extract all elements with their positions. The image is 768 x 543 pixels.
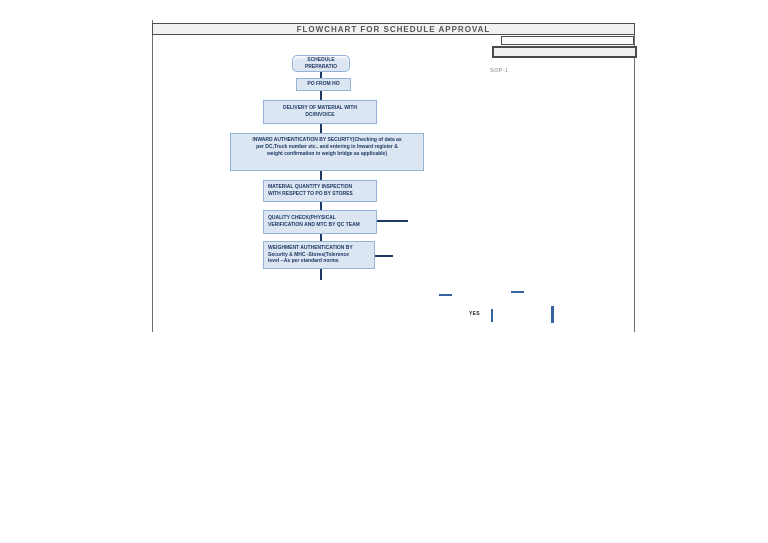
flow-node-schedule-preparation: SCHEDULE PREPARATIO: [292, 55, 350, 72]
branch-dash-right: [511, 291, 524, 293]
branch-label-yes: YES: [469, 311, 480, 317]
page-title: FLOWCHART FOR SCHEDULE APPROVAL: [296, 24, 491, 34]
page-border-right: [634, 23, 635, 332]
connector-down-2: [320, 91, 322, 100]
branch-vline-left: [491, 309, 493, 322]
flow-node-delivery-of-material: DELIVERY OF MATERIAL WITH DC/INVOICE: [263, 100, 377, 124]
connector-down-7: [320, 269, 322, 280]
header-box-empty-top: [501, 36, 634, 45]
flow-node-quality-check: QUALITY CHECK(PHYSICAL VERIFICATION AND …: [263, 210, 377, 234]
page-border-left: [152, 20, 153, 332]
header-box-empty-bottom: [492, 46, 637, 58]
connector-down-4: [320, 171, 322, 180]
connector-right-quality-check: [377, 220, 408, 222]
connector-down-3: [320, 124, 322, 133]
branch-vline-right: [551, 306, 554, 323]
flow-node-inward-authentication: INWARD AUTHENTICATION BY SECURITY(Checki…: [230, 133, 424, 171]
sop-label: SOP-1: [490, 68, 509, 74]
connector-down-5: [320, 202, 322, 210]
flow-node-po-from-ho: PO FROM HO: [296, 78, 351, 91]
flow-node-weighment-authentication: WEIGHMENT AUTHENTICATION BY Security & M…: [263, 241, 375, 269]
connector-right-weighment: [375, 255, 393, 257]
connector-down-6: [320, 234, 322, 241]
branch-dash-left: [439, 294, 452, 296]
flow-node-material-quantity-inspection: MATERIAL QUANTITY INSPECTION WITH RESPEC…: [263, 180, 377, 202]
title-bar: FLOWCHART FOR SCHEDULE APPROVAL: [152, 23, 635, 35]
connector-down-1: [320, 72, 322, 78]
